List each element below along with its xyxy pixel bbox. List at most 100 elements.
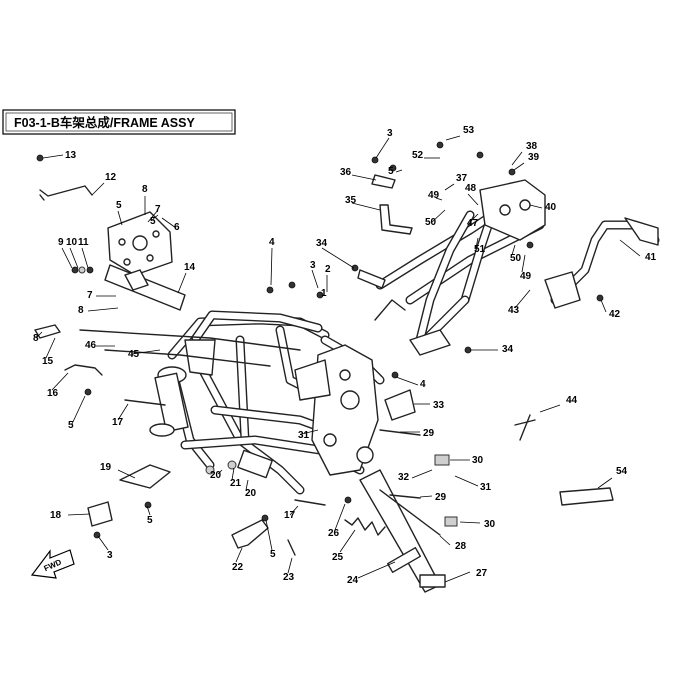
callout-label: 14 bbox=[184, 262, 196, 273]
callout-label: 51 bbox=[474, 244, 486, 255]
callout-22: 22 bbox=[232, 547, 244, 573]
callout-label: 37 bbox=[456, 173, 468, 184]
leader-line bbox=[270, 247, 273, 286]
bolt-17 bbox=[124, 399, 166, 406]
callout-16: 16 bbox=[47, 372, 69, 399]
callout-12: 12 bbox=[91, 172, 117, 196]
callout-5: 5 bbox=[116, 200, 123, 226]
callout-label: 8 bbox=[78, 305, 84, 316]
cable-46 bbox=[104, 349, 271, 367]
leader-line bbox=[435, 197, 443, 201]
leader-line bbox=[235, 547, 243, 563]
callout-49: 49 bbox=[520, 254, 532, 282]
leader-line bbox=[301, 429, 319, 435]
callout-label: 34 bbox=[502, 344, 514, 355]
cable-45 bbox=[79, 329, 301, 351]
leader-line bbox=[511, 151, 523, 166]
callout-label: 8 bbox=[33, 333, 39, 344]
leader-line bbox=[475, 237, 479, 249]
callout-label: 31 bbox=[298, 430, 310, 441]
callout-34: 34 bbox=[316, 238, 355, 269]
leader-line bbox=[91, 182, 105, 196]
callout-17: 17 bbox=[284, 505, 299, 521]
callout-7: 7 bbox=[147, 204, 161, 223]
callout-38: 38 bbox=[511, 141, 538, 166]
callout-label: 29 bbox=[435, 492, 447, 503]
leader-line bbox=[117, 469, 136, 479]
callout-label: 35 bbox=[345, 195, 357, 206]
callout-15: 15 bbox=[42, 337, 56, 367]
callout-31: 31 bbox=[454, 475, 492, 493]
callout-label: 54 bbox=[616, 466, 628, 477]
leader-line bbox=[61, 247, 73, 269]
callout-5: 5 bbox=[388, 166, 403, 177]
leader-line bbox=[454, 475, 479, 487]
callout-18: 18 bbox=[50, 510, 91, 521]
callout-50: 50 bbox=[510, 244, 522, 264]
callout-42: 42 bbox=[600, 299, 621, 320]
callout-label: 26 bbox=[328, 528, 340, 539]
callout-3: 3 bbox=[310, 260, 319, 289]
leader-line bbox=[600, 299, 607, 313]
callout-30: 30 bbox=[450, 455, 484, 466]
callout-47: 47 bbox=[467, 213, 479, 229]
leader-line bbox=[131, 349, 161, 355]
callout-label: 5 bbox=[270, 549, 276, 560]
callout-label: 15 bbox=[42, 356, 54, 367]
callout-34: 34 bbox=[470, 344, 514, 355]
callout-33: 33 bbox=[414, 400, 445, 411]
forward-arrow-icon: FWD bbox=[30, 549, 75, 579]
leader-line bbox=[357, 561, 396, 579]
leader-line bbox=[411, 469, 433, 479]
callout-20: 20 bbox=[210, 469, 223, 481]
leader-line bbox=[467, 193, 479, 206]
callout-label: 45 bbox=[128, 349, 140, 360]
callout-label: 19 bbox=[100, 462, 112, 473]
callout-label: 22 bbox=[232, 562, 244, 573]
leader-line bbox=[45, 337, 56, 359]
spring-25 bbox=[344, 517, 386, 536]
leader-line bbox=[444, 183, 455, 191]
callout-2: 2 bbox=[325, 264, 331, 292]
callout-43: 43 bbox=[508, 289, 531, 316]
callout-8: 8 bbox=[142, 184, 148, 215]
leader-line bbox=[311, 269, 319, 289]
callout-label: 36 bbox=[340, 167, 352, 178]
leader-line bbox=[289, 505, 299, 516]
callout-53: 53 bbox=[445, 125, 475, 141]
callout-label: 4 bbox=[269, 237, 275, 248]
leader-line bbox=[69, 247, 79, 269]
callout-label: 42 bbox=[609, 309, 621, 320]
leader-line bbox=[597, 477, 613, 489]
leader-line bbox=[97, 535, 109, 551]
callout-label: 10 bbox=[66, 237, 78, 248]
callout-20: 20 bbox=[245, 479, 257, 499]
leader-line bbox=[265, 519, 273, 551]
callout-label: 13 bbox=[65, 150, 77, 161]
rear-subframe bbox=[357, 174, 546, 356]
callout-label: 4 bbox=[420, 379, 426, 390]
leader-line bbox=[339, 529, 356, 553]
callout-10: 10 bbox=[66, 237, 79, 269]
fasteners bbox=[36, 141, 604, 539]
callout-label: 50 bbox=[510, 253, 522, 264]
callout-52: 52 bbox=[412, 150, 440, 161]
leader-line bbox=[321, 247, 355, 269]
callout-36: 36 bbox=[340, 167, 377, 181]
title-en: /FRAME ASSY bbox=[110, 116, 196, 130]
callout-label: 5 bbox=[68, 420, 74, 431]
leader-line bbox=[146, 505, 151, 516]
callout-28: 28 bbox=[439, 535, 467, 552]
callout-label: 30 bbox=[472, 455, 484, 466]
callout-label: 17 bbox=[112, 417, 124, 428]
bracket-22 bbox=[231, 519, 269, 549]
callout-label: 32 bbox=[398, 472, 410, 483]
leader-line bbox=[395, 169, 403, 173]
callout-31: 31 bbox=[298, 429, 319, 441]
leader-line bbox=[513, 162, 525, 171]
leader-line bbox=[431, 209, 446, 223]
callout-label: 6 bbox=[174, 222, 180, 233]
callout-label: 7 bbox=[155, 204, 161, 215]
callout-label: 21 bbox=[230, 478, 242, 489]
callout-label: 17 bbox=[284, 510, 296, 521]
